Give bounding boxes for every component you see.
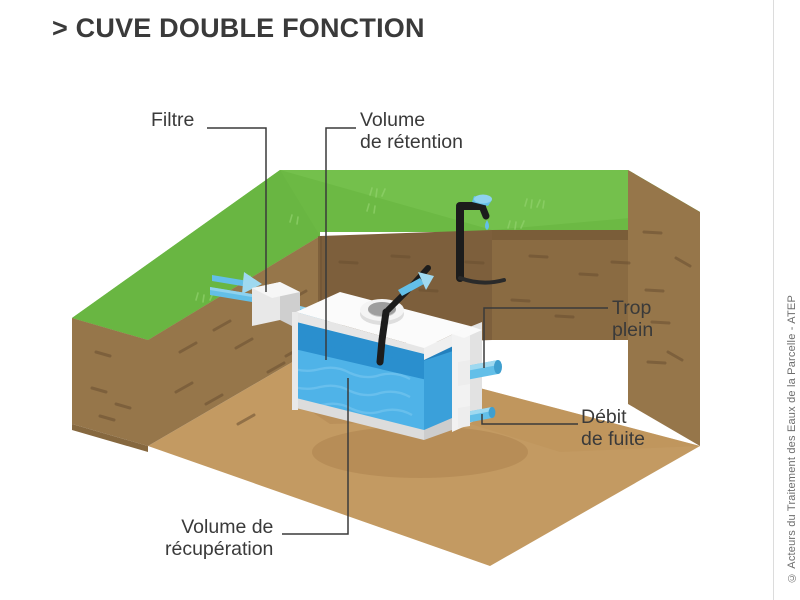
- leader-retention: [325, 127, 356, 360]
- filter-box-top-face: [252, 282, 300, 298]
- water-droplet: [485, 220, 489, 230]
- copyright-notice: © Acteurs du Traitement des Eaux de la P…: [786, 295, 798, 584]
- callout-debit-line2: de fuite: [581, 427, 645, 450]
- soil-right-wedge: [628, 170, 700, 446]
- callout-volume-recuperation: Volume de récupération: [165, 516, 274, 561]
- callout-retention-line2: de rétention: [360, 130, 463, 153]
- callout-recuperation-line1: Volume de: [181, 516, 274, 538]
- tank-front-lip: [296, 312, 424, 356]
- callout-trop-plein: Trop plein: [612, 297, 654, 342]
- tank-left-cut-edge: [292, 312, 298, 410]
- soil-outer-left-bevel: [72, 424, 148, 452]
- soil-outer-left: [72, 318, 148, 446]
- callout-trop-plein-line1: Trop: [612, 297, 652, 319]
- leader-recuperation: [282, 378, 349, 535]
- leader-filtre: [207, 127, 267, 292]
- garden-tap: [456, 194, 506, 285]
- leader-trop-plein: [483, 307, 608, 368]
- overflow-outlet: [458, 360, 502, 386]
- inflow-arrow-tank: [398, 272, 434, 296]
- callout-filtre-line1: Filtre: [151, 109, 195, 131]
- callout-volume-retention: Volume de rétention: [360, 109, 463, 154]
- tank-bottom-lip: [296, 398, 424, 440]
- callout-recuperation-line2: récupération: [165, 537, 274, 560]
- callout-filtre: Filtre: [151, 109, 195, 132]
- right-edge-rule: [773, 0, 774, 600]
- callout-debit-de-fuite: Débit de fuite: [581, 406, 645, 451]
- callout-retention-line1: Volume: [360, 109, 426, 131]
- tap-hose: [458, 276, 506, 285]
- inflow-arrow-left: [212, 272, 262, 294]
- tank-shadow: [312, 426, 528, 478]
- leader-lines: [207, 127, 608, 535]
- callout-debit-line1: Débit: [581, 406, 627, 428]
- leader-debit-fuite: [481, 414, 578, 425]
- pit-floor: [148, 346, 700, 566]
- leakage-outlet: [458, 406, 496, 428]
- page-title: > CUVE DOUBLE FONCTION: [52, 13, 425, 43]
- callout-trop-plein-line2: plein: [612, 318, 654, 341]
